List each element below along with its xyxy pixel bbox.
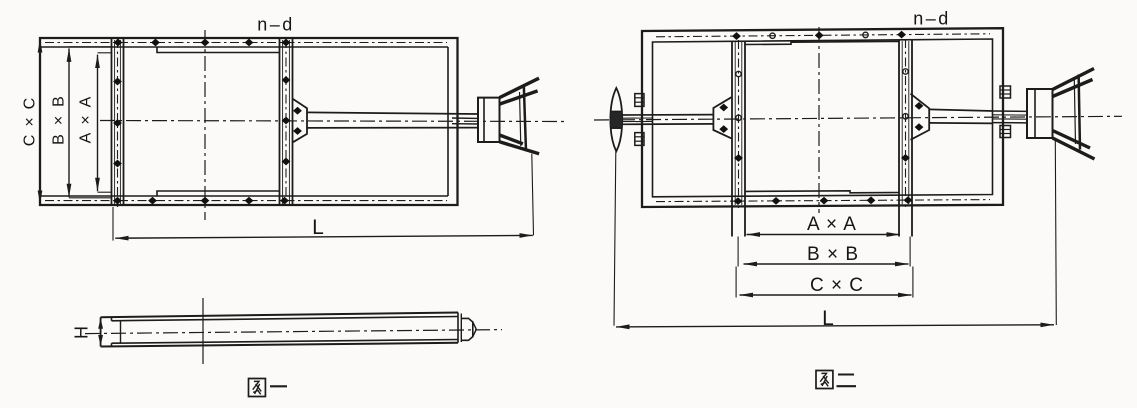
- svg-text:B×B: B×B: [51, 87, 68, 145]
- svg-text:L: L: [822, 307, 834, 330]
- svg-text:L: L: [312, 216, 324, 239]
- svg-text:A × A: A × A: [807, 214, 857, 235]
- svg-text:C × C: C × C: [810, 275, 864, 296]
- svg-text:H: H: [72, 326, 92, 339]
- svg-text:B × B: B × B: [807, 244, 859, 265]
- svg-text:C×C: C×C: [22, 90, 39, 146]
- svg-text:A×A: A×A: [78, 89, 95, 144]
- svg-text:n–d: n–d: [913, 9, 951, 29]
- svg-text:n–d: n–d: [257, 15, 295, 35]
